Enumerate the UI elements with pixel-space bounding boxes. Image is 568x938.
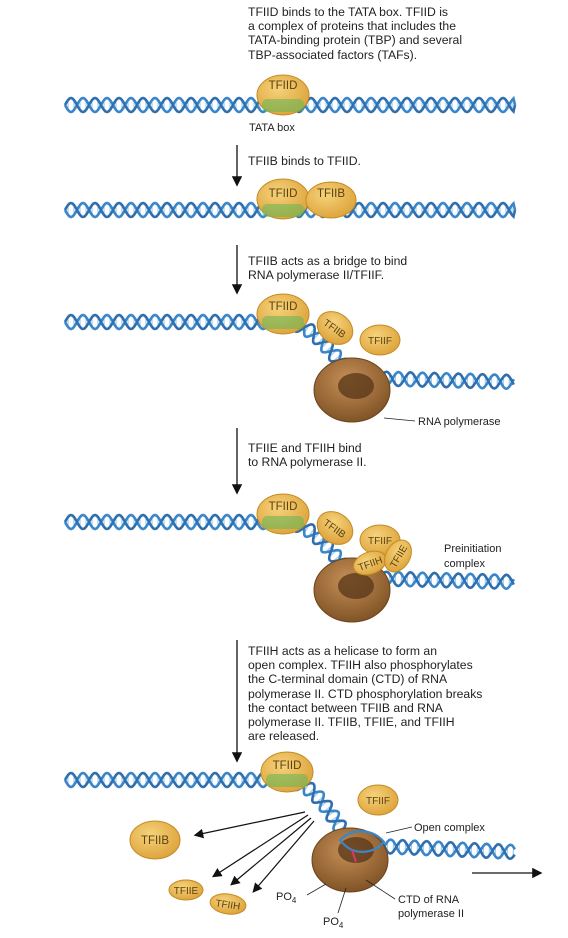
released-tfiib-label: TFIIB <box>141 835 169 847</box>
dna-strand <box>63 313 515 390</box>
dna-strand <box>63 513 515 590</box>
leader-line <box>383 417 416 422</box>
preinitiation-label-line1: Preinitiation <box>444 543 501 555</box>
released-tfiie-label: TFIIE <box>174 886 199 897</box>
ctd-label-line2: polymerase II <box>398 908 464 920</box>
step-1-text: TFIID binds to the TATA box. TFIID is a … <box>248 5 463 62</box>
tfiib-protein <box>305 181 357 219</box>
tfiib-protein <box>316 511 354 545</box>
rna-polymerase-channel <box>338 837 374 863</box>
leader-line <box>385 826 413 834</box>
step-2-text: TFIIB binds to TFIID. <box>248 154 361 168</box>
tfiif-label: TFIIF <box>366 796 390 807</box>
step-3-scene: TFIID TFIIB TFIIF RNA polymerase <box>63 293 516 428</box>
step-5-text: TFIIH acts as a helicase to form an open… <box>248 644 483 744</box>
tfiif-label: TFIIF <box>368 336 392 347</box>
tfiif-protein <box>359 324 401 356</box>
tfiid-label: TFIID <box>269 188 298 200</box>
step-2-scene: TFIID TFIIB <box>63 178 517 220</box>
released-tfiie <box>168 879 204 901</box>
step-1-scene: TFIID TATA box <box>63 74 517 134</box>
tfiid-label: TFIID <box>273 760 302 772</box>
leader-line <box>365 879 396 900</box>
tfiie-protein <box>384 539 412 573</box>
tfiif-protein <box>357 784 399 816</box>
tfiid-label: TFIID <box>269 301 298 313</box>
po4-label-b: PO4 <box>323 916 344 930</box>
rna-polymerase-channel <box>338 573 374 599</box>
released-tfiih <box>209 893 247 915</box>
released-tfiih-label: TFIIH <box>215 898 241 912</box>
rna-polymerase-label: RNA polymerase <box>418 416 501 428</box>
release-arrow-tfiih <box>252 820 315 893</box>
tfiid-label: TFIID <box>269 80 298 92</box>
released-tfiib <box>129 820 181 860</box>
tfiib-protein <box>316 311 354 345</box>
po4-label-a: PO4 <box>276 891 297 905</box>
release-arrow-tfiib <box>193 811 306 839</box>
tata-box-region <box>262 316 304 329</box>
open-complex-bubble <box>338 830 386 853</box>
tfiib-label: TFIIB <box>317 188 345 200</box>
step-3-text: TFIIB acts as a bridge to bind RNA polym… <box>248 254 408 283</box>
phosphate-mark <box>351 849 357 863</box>
ctd-label-line1: CTD of RNA <box>398 894 460 906</box>
tata-box-region <box>266 774 308 787</box>
leader-line <box>337 887 347 914</box>
tfiid-label: TFIID <box>269 501 298 513</box>
tata-box-label: TATA box <box>249 122 295 134</box>
release-arrow-tfiie-2 <box>230 817 312 886</box>
tfiif-label: TFIIF <box>368 536 392 547</box>
step-4-scene: TFIID TFIIB TFIIF TFIIH TFIIE Preinitiat… <box>63 493 516 623</box>
step-5-scene: TFIID TFIIF TFIIB TFIIE TFIIH Open compl… <box>63 751 543 930</box>
rna-polymerase-channel <box>338 373 374 399</box>
tata-box-region <box>262 99 304 112</box>
step-4-text: TFIIE and TFIIH bind to RNA polymerase I… <box>248 441 367 470</box>
preinitiation-label-line2: complex <box>444 558 485 570</box>
release-arrow-tfiie-1 <box>211 814 309 878</box>
tata-box-region <box>262 516 304 529</box>
tata-box-region <box>262 204 304 217</box>
leader-line <box>306 883 327 896</box>
open-complex-label: Open complex <box>414 822 485 834</box>
